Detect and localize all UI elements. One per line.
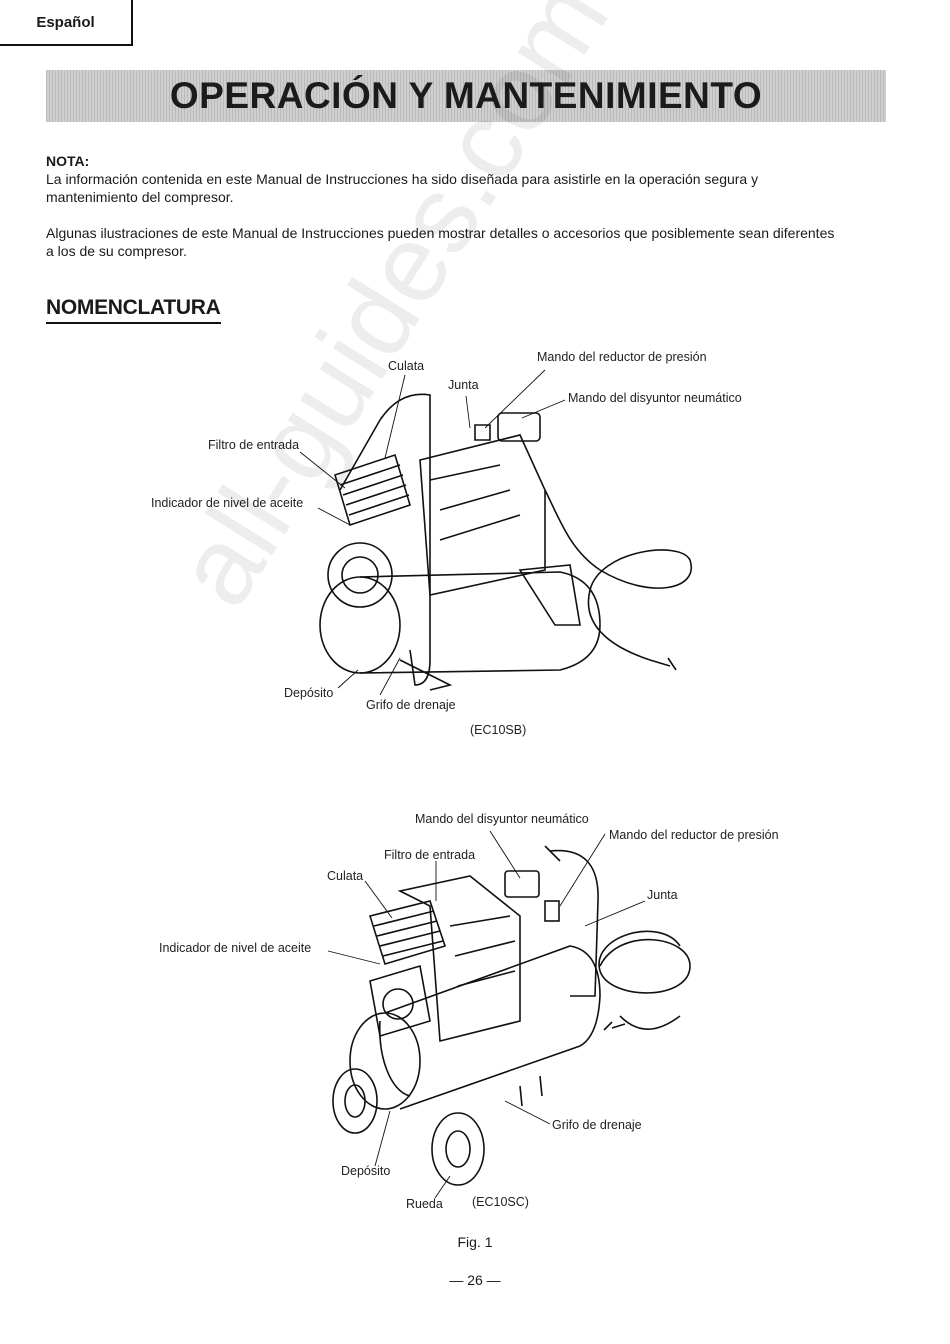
- label-mando-reductor: Mando del reductor de presión: [609, 828, 779, 842]
- label-grifo: Grifo de drenaje: [366, 698, 456, 712]
- compressor-ec10sb-illustration: [299, 369, 693, 696]
- language-tab: Español: [0, 0, 133, 46]
- label-culata: Culata: [327, 869, 364, 883]
- label-deposito: Depósito: [284, 686, 334, 700]
- label-grifo: Grifo de drenaje: [552, 1118, 642, 1132]
- note-paragraph-2: Algunas ilustraciones de este Manual de …: [46, 225, 835, 259]
- title-banner: OPERACIÓN Y MANTENIMIENTO: [46, 70, 886, 122]
- label-indicador: Indicador de nivel de aceite: [151, 496, 304, 510]
- label-junta: Junta: [647, 888, 678, 902]
- page-number: — 26 —: [449, 1272, 501, 1288]
- diagram-ec10sc: Mando del disyuntor neumático Mando del …: [0, 806, 950, 1226]
- label-rueda: Rueda: [406, 1197, 443, 1211]
- note-block: NOTA: La información contenida en este M…: [46, 152, 846, 260]
- label-deposito: Depósito: [341, 1164, 391, 1178]
- language-label: Español: [36, 13, 95, 31]
- label-indicador: Indicador de nivel de aceite: [159, 941, 312, 955]
- label-filtro: Filtro de entrada: [208, 438, 300, 452]
- label-filtro: Filtro de entrada: [384, 848, 476, 862]
- label-junta: Junta: [448, 378, 479, 392]
- section-heading: NOMENCLATURA: [46, 296, 221, 324]
- label-mando-disyuntor: Mando del disyuntor neumático: [415, 812, 589, 826]
- label-mando-disyuntor: Mando del disyuntor neumático: [568, 391, 742, 405]
- model-ec10sb: (EC10SB): [470, 723, 527, 737]
- figure-caption: Fig. 1: [457, 1234, 493, 1250]
- note-label: NOTA:: [46, 153, 90, 169]
- page-title: OPERACIÓN Y MANTENIMIENTO: [169, 75, 763, 116]
- note-paragraph-1: La información contenida en este Manual …: [46, 171, 759, 205]
- label-culata: Culata: [388, 359, 425, 373]
- model-ec10sc: (EC10SC): [472, 1195, 529, 1209]
- label-mando-reductor: Mando del reductor de presión: [537, 350, 707, 364]
- compressor-ec10sc-illustration: [327, 830, 691, 1199]
- diagram-ec10sb: Culata Mando del reductor de presión Jun…: [0, 340, 950, 740]
